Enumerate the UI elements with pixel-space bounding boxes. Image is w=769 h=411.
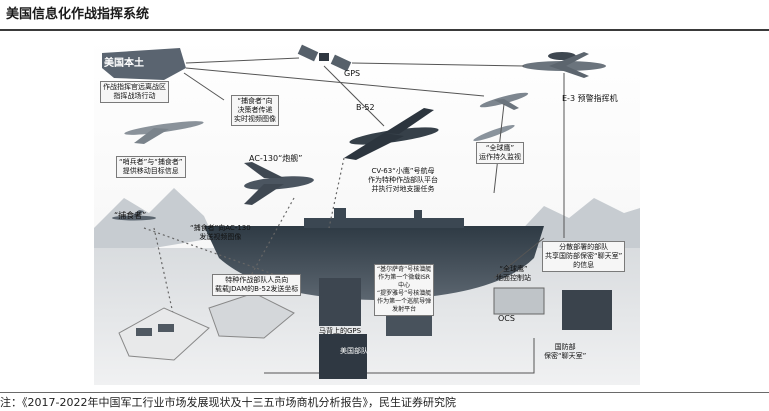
carrier-tower [414,210,422,220]
e3-aircraft-icon [522,52,606,78]
horse-gps-photo [319,278,361,326]
dod-chatroom-photo [562,290,612,330]
comm-link-lines [183,57,565,279]
source-note: 注：《2017-2022年中国军工行业市场发展现状及十三五市场商机分析报告》，民… [0,396,456,409]
ac130-label: AC-130“炮舰” [249,154,303,163]
recon-jet-icon [479,92,529,110]
dod-chatroom-label: 国防部 保密“聊天室” [544,343,587,360]
dispersed-forces-label: 分散部署的部队 共享国防部保密“聊天室” 的信息 [542,241,626,272]
vehicle-2 [158,324,174,332]
predator-ac130-label: “捕食者”向AC-130 发送视频图像 [190,224,251,241]
us-forces-label: 美国部队 [340,347,368,355]
carrier-island [334,208,346,220]
illustration-canvas [94,38,640,385]
cmd-center-label: 作战指挥官远离战区 指挥战场行动 [100,81,169,103]
carrier-deck [304,218,464,228]
mountain-left [94,188,214,258]
horse-gps-label: 马背上的GPS [319,327,362,335]
page-title: 美国信息化作战指挥系统 [6,7,150,22]
ground-vehicles-zone [118,307,210,361]
predator-feed-label: “捕食者”向 决策者传递 实时视频图像 [231,95,279,126]
cv63-label: CV-63“小鹰”号航母 作为特种作战部队平台 并执行对地支援任务 [368,167,438,193]
e3-label: E-3 预警指挥机 [562,94,618,103]
global-hawk-icon [473,124,515,142]
gps-label: GPS [344,69,361,78]
sof-jdam-label: 特种作战部队人员向 载载JDAM的B-52发送坐标 [212,274,302,296]
us-mainland-map [102,48,186,80]
ocs-label: OCS [498,314,515,323]
data-link-dashed [143,157,345,319]
b52-bomber-icon [344,108,439,160]
predator-uav-icon [112,210,156,221]
predator-left-label: “捕食者” [114,211,147,220]
carl-vinson-label: “基尔萨奇”号核潜艇 作为第一个微载ISR 中心 “提罗雅号”号核潜艇 作为第一… [374,264,435,316]
command-system-illustration: 美国本土 GPS E-3 预警指挥机 B-52 AC-130“炮舰” 作战指挥官… [94,38,640,385]
footer-rule [0,392,769,393]
vehicle-1 [136,328,152,336]
blackjack-predator-label: “哨兵者”与“捕食者” 提供移动目标信息 [116,156,186,178]
gps-satellite-icon [297,44,352,72]
header-rule [0,29,769,31]
soldier-photo [319,334,367,379]
global-hawk-label: “全球鹰” 运作持久监视 [476,142,524,164]
command-aircraft-icon [124,121,204,144]
us-mainland-label: 美国本土 [104,58,144,69]
gh-ground-station-label: “全球鹰” 地面控制站 [496,265,531,282]
ocs-ground-station [493,287,545,315]
b52-label: B-52 [356,103,375,112]
ac130-gunship-icon [244,162,314,205]
